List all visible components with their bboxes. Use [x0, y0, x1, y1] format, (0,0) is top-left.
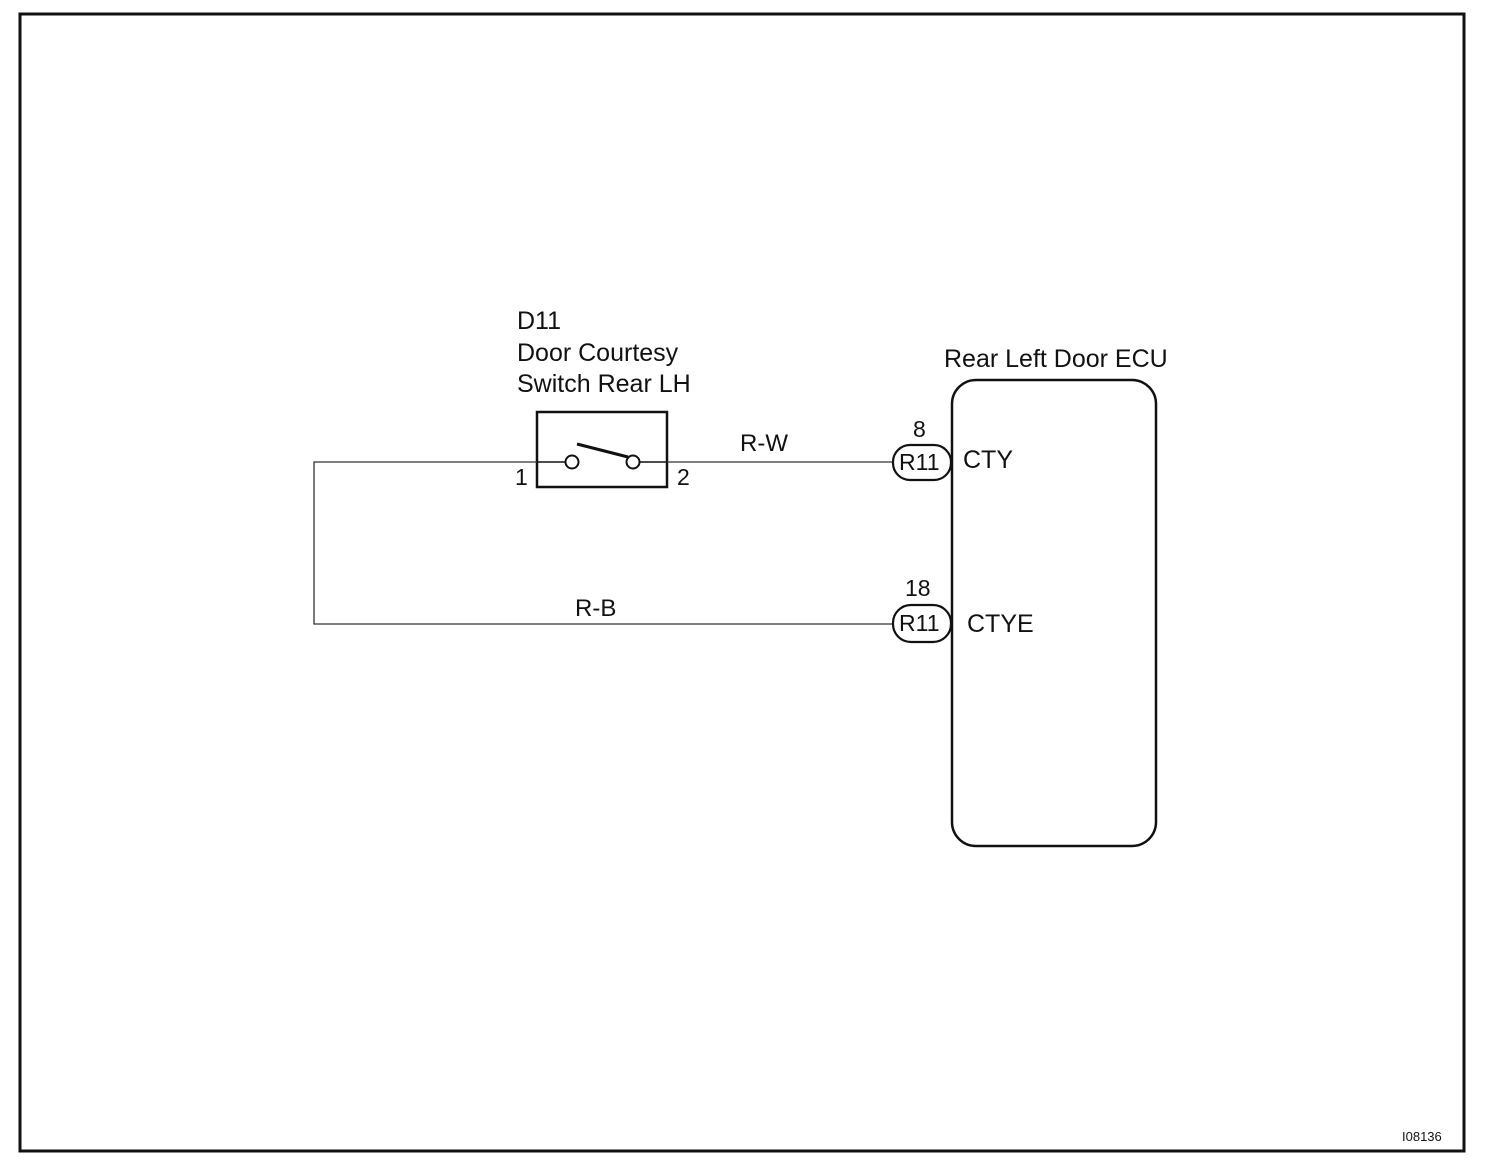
ecu-terminal-1-name: CTY [963, 446, 1013, 474]
door-courtesy-switch [535, 410, 669, 489]
diagram-frame [18, 12, 1466, 1153]
ecu-terminal-2-pin: 18 [905, 575, 931, 601]
switch-contact-left [564, 454, 580, 470]
ecu-terminal-2-connector-oval [891, 603, 953, 644]
ecu-name: Rear Left Door ECU [944, 345, 1168, 373]
switch-contact-right [625, 454, 641, 470]
figure-id: I08136 [1402, 1129, 1442, 1144]
switch-blade [576, 442, 629, 459]
rear-left-door-ecu [950, 378, 1158, 848]
ecu-terminal-1-connector: R11 [899, 449, 940, 475]
switch-name-line2: Switch Rear LH [517, 370, 691, 398]
switch-pin-2: 2 [677, 464, 690, 490]
ecu-terminal-2-connector: R11 [899, 610, 940, 636]
switch-name-line1: Door Courtesy [517, 339, 679, 367]
switch-pin-1: 1 [515, 464, 528, 490]
switch-code: D11 [517, 307, 561, 335]
wire-rw-label: R-W [740, 430, 788, 457]
ecu-terminal-1-connector-oval [891, 443, 953, 482]
wire-rb-label: R-B [575, 595, 616, 622]
ecu-terminal-2-name: CTYE [967, 610, 1034, 638]
ecu-terminal-1-pin: 8 [913, 416, 926, 442]
wire-rb [313, 461, 893, 625]
